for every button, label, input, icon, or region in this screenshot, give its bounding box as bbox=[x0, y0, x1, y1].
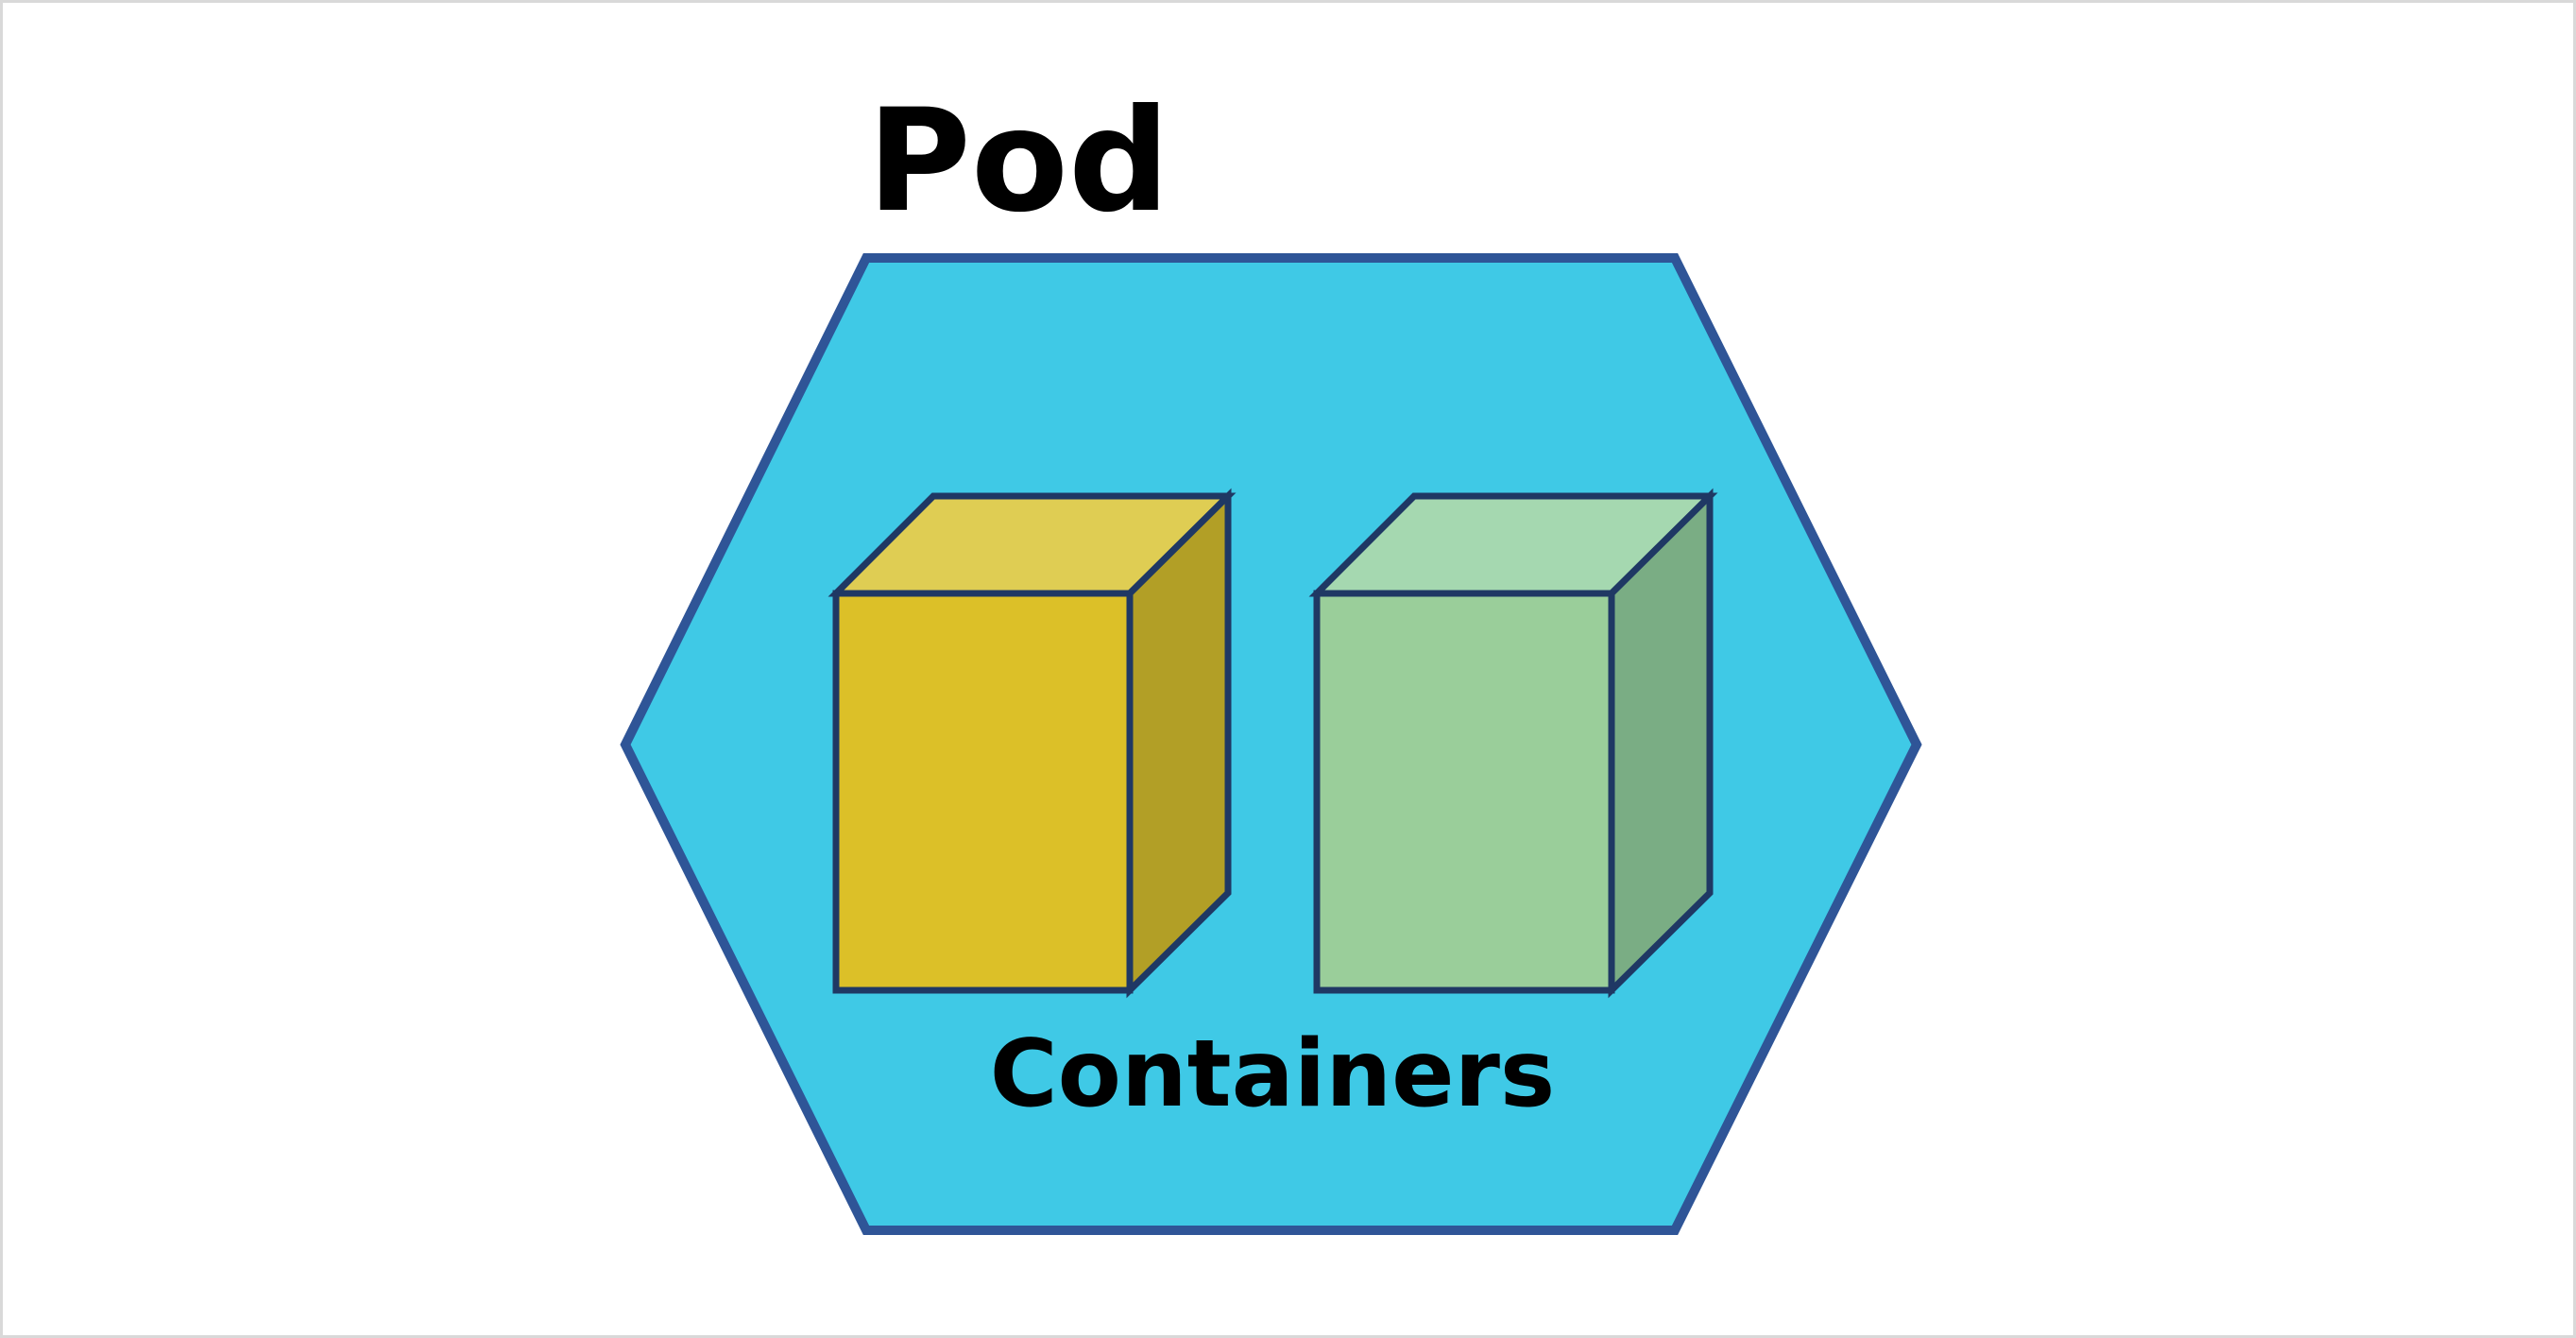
container-2-cube bbox=[1308, 488, 1718, 999]
containers-label: Containers bbox=[990, 1021, 1555, 1128]
container-1-front-face bbox=[832, 590, 1134, 994]
container-2-front-face bbox=[1313, 590, 1615, 994]
pod-label: Pod bbox=[867, 79, 1169, 244]
container-1-cube bbox=[827, 488, 1237, 999]
